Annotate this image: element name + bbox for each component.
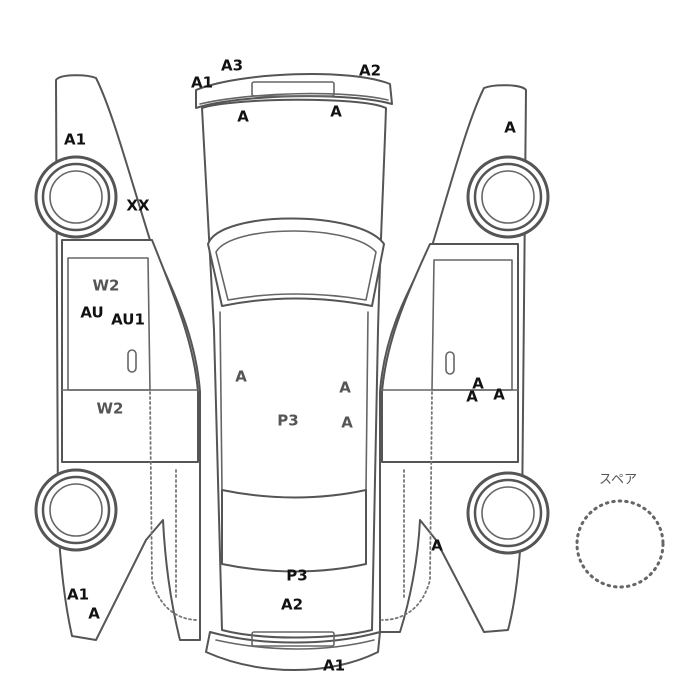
rear-plate-recess (251, 631, 335, 647)
rear-bumper-inner-line (215, 639, 375, 650)
front-plate-recess (251, 81, 335, 97)
damage-mark: A1 (322, 656, 346, 675)
right-front-tire-rim-edge (473, 162, 543, 232)
damage-mark: A1 (63, 130, 87, 149)
damage-mark: A1 (66, 585, 90, 604)
damage-mark: A (330, 102, 342, 121)
left-rear-wheel (49, 483, 103, 537)
right-side-doors (381, 243, 519, 463)
damage-mark: A (493, 385, 505, 404)
damage-mark: P3 (286, 566, 308, 585)
left-front-tire-rim-edge (41, 162, 111, 232)
front-bumper-inner-line (199, 92, 389, 105)
rear-bumper (205, 631, 381, 671)
right-rear-wheel (481, 486, 535, 540)
right-rear-tire-rim-edge (473, 478, 543, 548)
rear-window (221, 489, 367, 573)
damage-mark: P3 (277, 411, 299, 430)
spare-tire-icon (575, 499, 665, 589)
left-rear-tire-rim-edge (41, 475, 111, 545)
damage-mark: A (466, 387, 478, 406)
damage-mark: W2 (96, 399, 124, 418)
front-bumper (195, 73, 393, 109)
damage-mark: AU (80, 303, 104, 322)
car-right-side-view (379, 84, 550, 633)
roof-left-edge (219, 311, 223, 491)
damage-mark: A (431, 536, 443, 555)
damage-mark: A2 (280, 595, 304, 614)
windshield-inner (215, 230, 377, 301)
damage-mark: W2 (92, 276, 120, 295)
damage-mark: A (88, 604, 100, 623)
car-top-view (195, 73, 393, 671)
car-left-side-view (34, 74, 201, 641)
damage-mark: A2 (358, 61, 382, 80)
damage-mark: AU1 (111, 310, 145, 329)
damage-mark: A1 (190, 73, 214, 92)
windshield (207, 217, 385, 307)
left-rear-hidden-line (149, 391, 199, 621)
damage-mark: A (339, 378, 351, 397)
damage-mark: A (472, 374, 484, 393)
left-front-wheel (49, 170, 103, 224)
right-door-handle (445, 351, 455, 375)
roof-right-edge (365, 311, 369, 491)
damage-mark: XX (126, 196, 150, 215)
damage-mark: A3 (220, 56, 244, 75)
spare-tire-label: スペア (598, 472, 638, 488)
damage-mark: A (504, 118, 516, 137)
damage-mark: A (237, 107, 249, 126)
right-rear-hidden-line (381, 391, 433, 621)
left-door-handle (127, 349, 137, 373)
damage-mark: A (235, 367, 247, 386)
right-front-wheel (481, 170, 535, 224)
damage-mark: A (341, 413, 353, 432)
